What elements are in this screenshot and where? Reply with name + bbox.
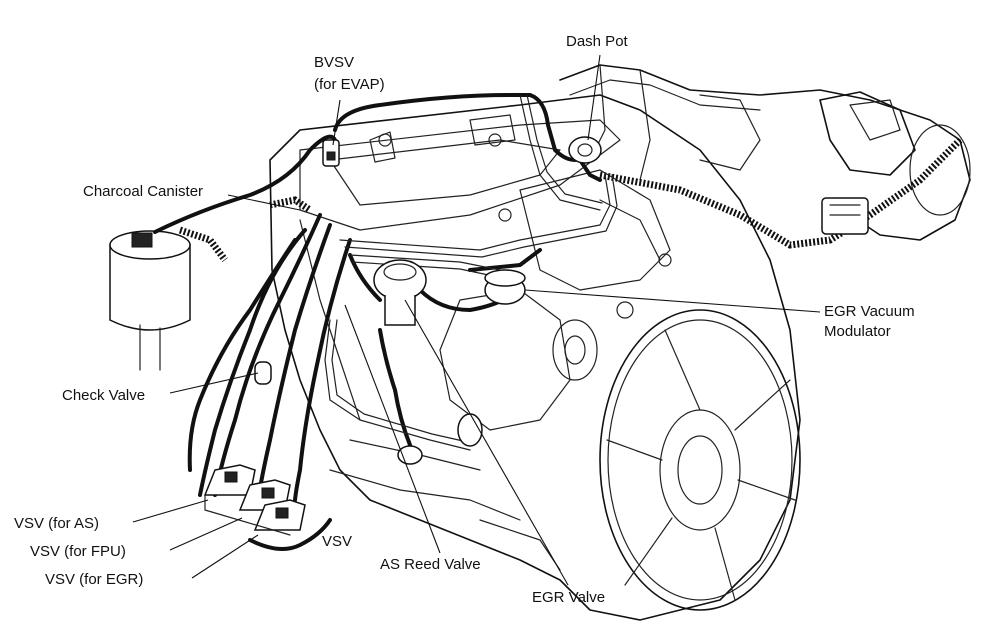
label-charcoal-canister: Charcoal Canister [83,183,203,200]
labels: BVSV (for EVAP) Dash Pot Charcoal Canist… [14,33,915,606]
egr-valve-part [397,413,483,465]
leader-as-reed-valve [344,304,441,554]
leader-egr-valve [404,299,569,586]
label-bvsv: BVSV [314,54,354,71]
vsv-cluster [203,464,306,536]
harness-connector [821,197,869,235]
label-check-valve: Check Valve [62,387,145,404]
label-as-reed-valve: AS Reed Valve [380,556,481,573]
leader-lines [132,54,821,586]
dash-pot-part [568,136,602,164]
leader-dash-pot [587,54,601,141]
as-reed-valve-part [373,259,427,326]
wiring-harness [178,137,963,263]
leader-charcoal-canister [227,194,301,211]
leader-vsv-for-fpu [169,517,243,551]
charcoal-canister [109,230,191,371]
bvsv-valve [322,139,340,167]
leader-vsv-for-as [132,499,209,523]
check-valve-part [254,361,272,385]
air-intake [559,64,971,241]
leader-check-valve [169,372,259,394]
label-egr-valve: EGR Valve [532,589,605,606]
egr-vacuum-modulator-part [484,269,526,305]
leader-bvsv [332,99,341,146]
label-dash-pot: Dash Pot [566,33,629,50]
label-vsv: VSV [322,533,352,550]
label-vsv-for-fpu: VSV (for FPU) [30,543,126,560]
label-bvsv-purpose: (for EVAP) [314,76,385,93]
cooling-fan [552,309,801,611]
vacuum-hoses [153,93,602,551]
leader-vsv-for-egr [191,534,259,579]
label-vsv-for-as: VSV (for AS) [14,515,99,532]
leader-egr-vacuum-modulator [524,289,821,313]
label-egr-vacuum-modulator: EGR Vacuum [824,303,915,320]
label-egr-vacuum-modulator-line2: Modulator [824,323,891,340]
label-vsv-for-egr: VSV (for EGR) [45,571,143,588]
